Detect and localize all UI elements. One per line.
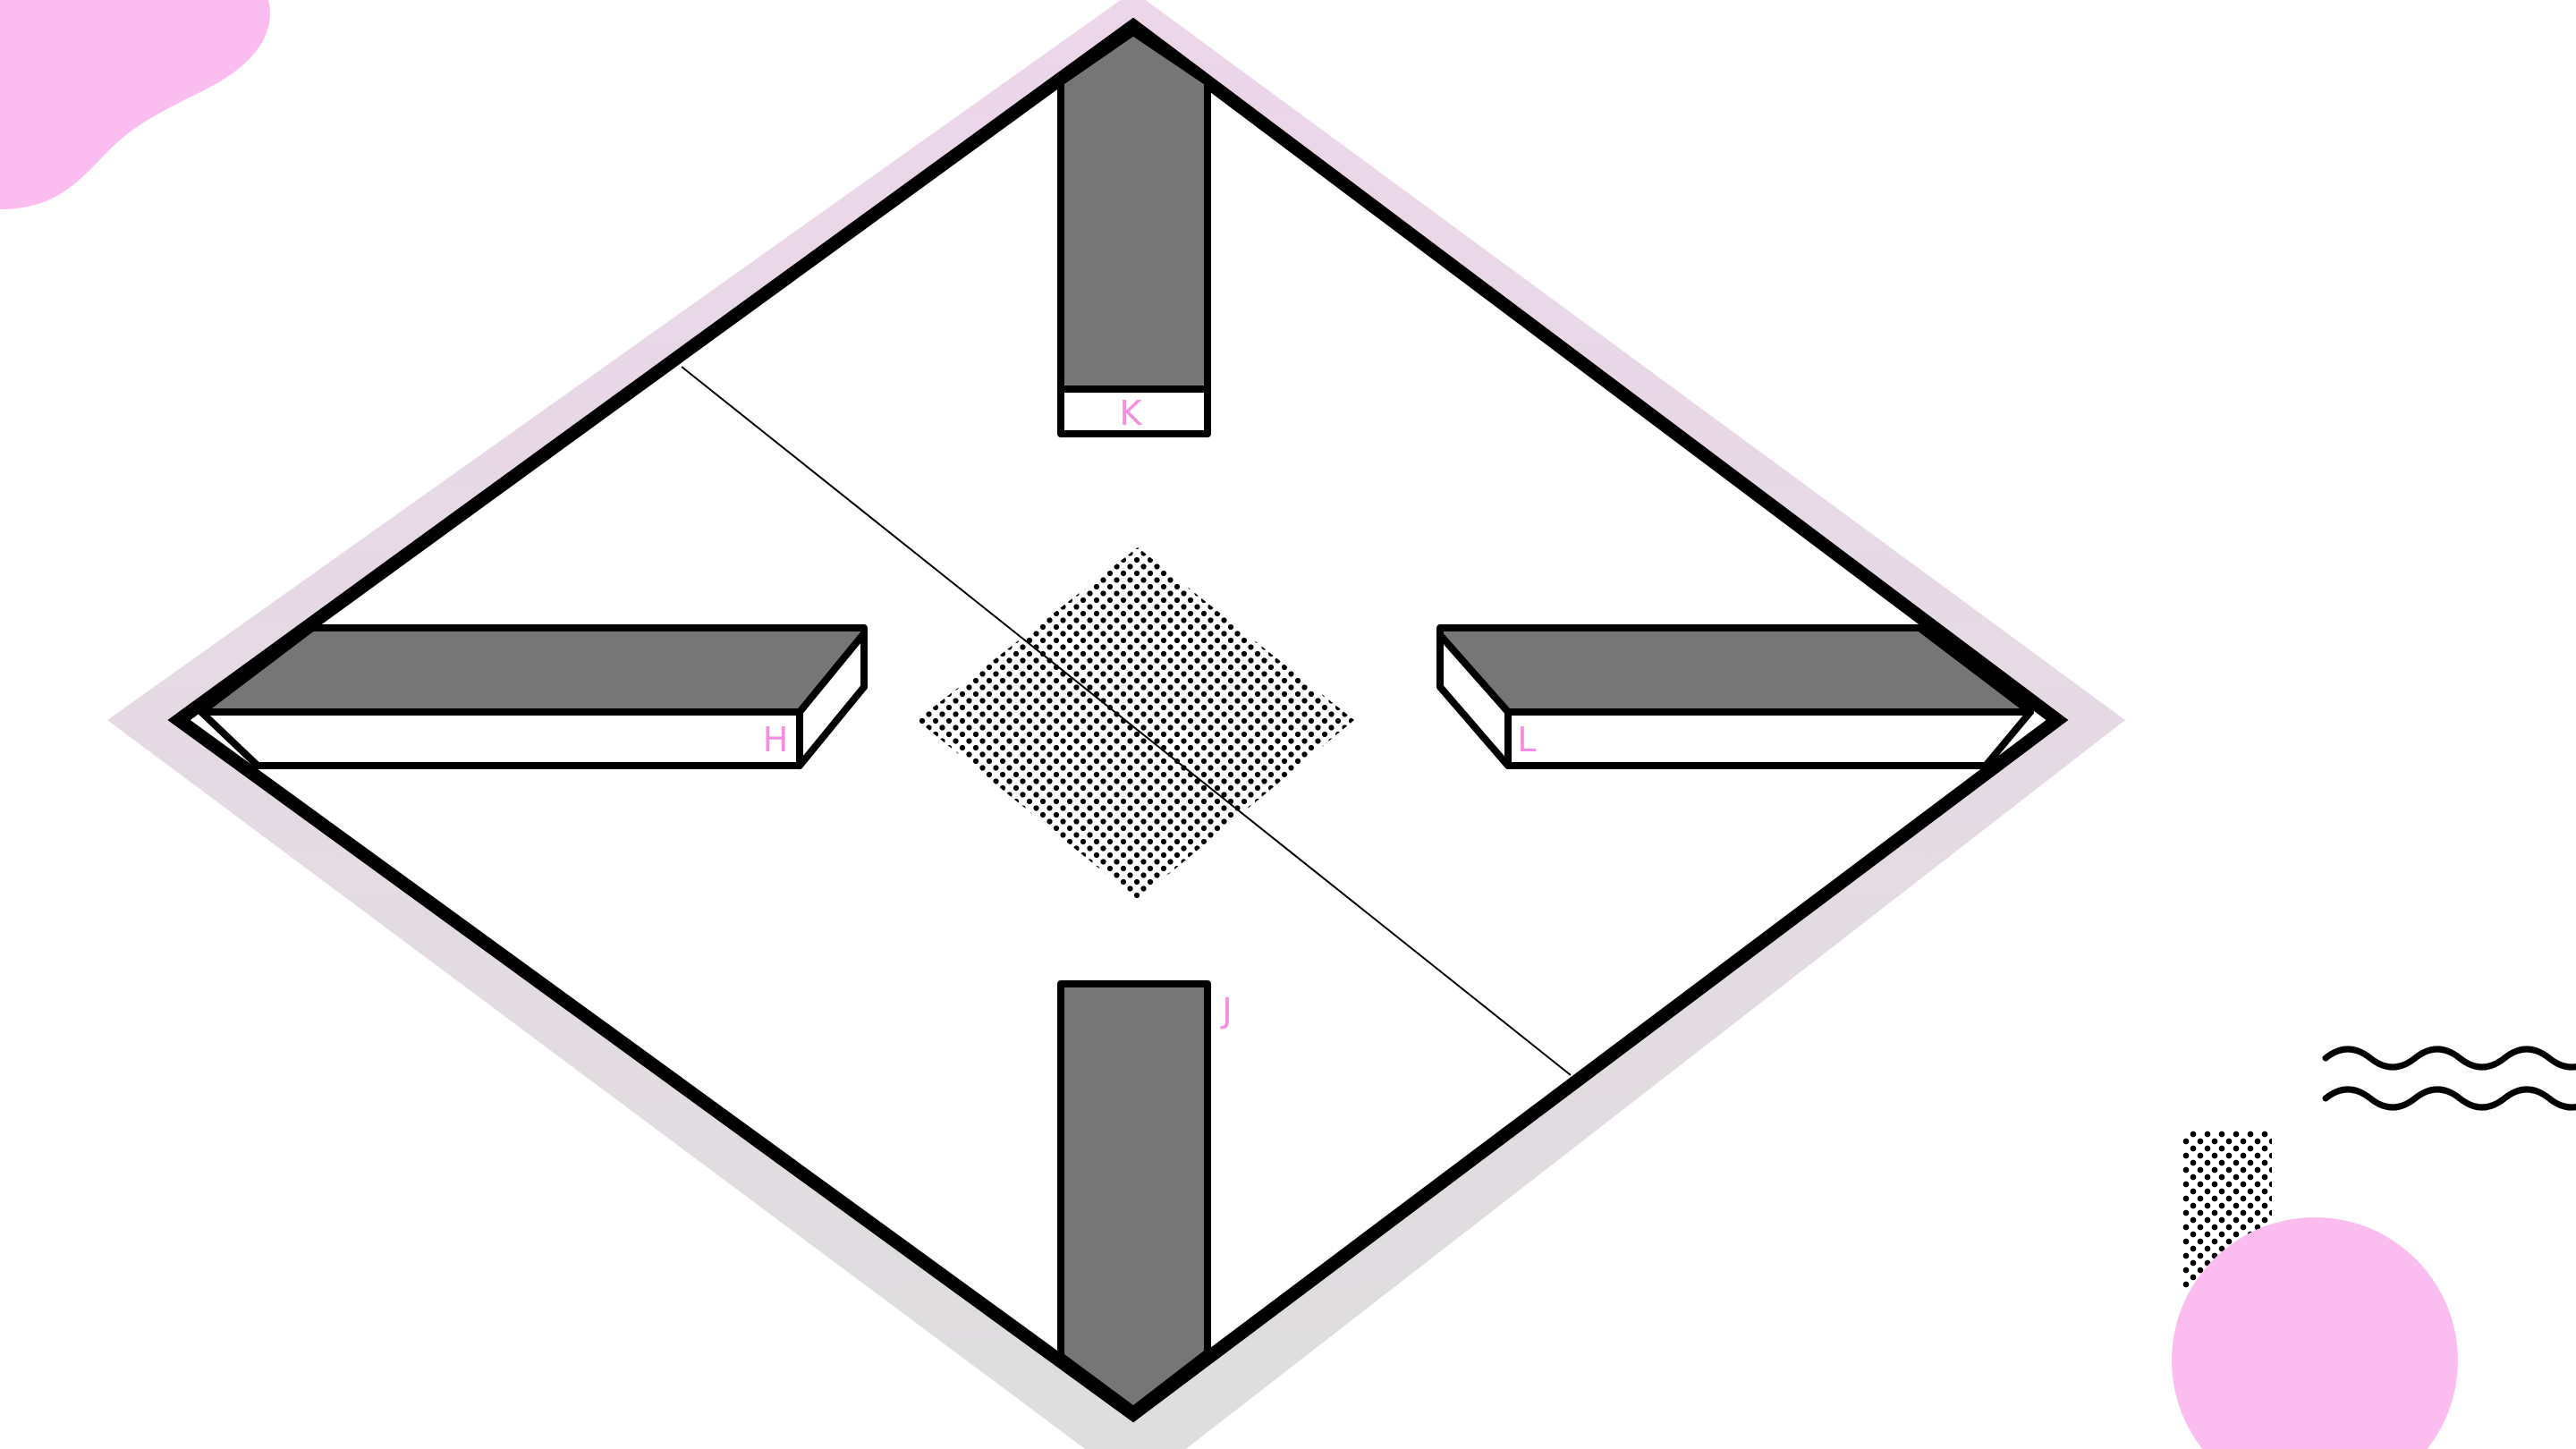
block-l-top-face	[1436, 624, 2034, 716]
block-k-top-face	[1057, 29, 1211, 393]
block-h[interactable]: H	[198, 624, 868, 769]
block-j[interactable]: J	[1057, 980, 1233, 1413]
block-j-label: J	[1220, 991, 1232, 1030]
block-l-side-face	[1436, 631, 1512, 769]
block-j-top-face	[1057, 980, 1211, 1413]
block-k-front-face	[1057, 386, 1211, 437]
block-h-side-face	[796, 630, 868, 769]
pink-circle-decoration	[2172, 1217, 2458, 1449]
block-h-front-face	[198, 708, 803, 769]
pink-blob-decoration	[0, 0, 270, 209]
block-k[interactable]: K	[1057, 29, 1211, 437]
block-h-label: H	[763, 720, 789, 759]
block-l-label: L	[1517, 720, 1536, 759]
block-l[interactable]: L	[1436, 624, 2034, 769]
block-h-top-face	[198, 624, 868, 716]
center-dot-tile	[917, 547, 1354, 900]
block-l-front-face	[1504, 708, 2034, 769]
block-k-label: K	[1120, 394, 1143, 433]
wave-lines-decoration	[2322, 1046, 2576, 1111]
